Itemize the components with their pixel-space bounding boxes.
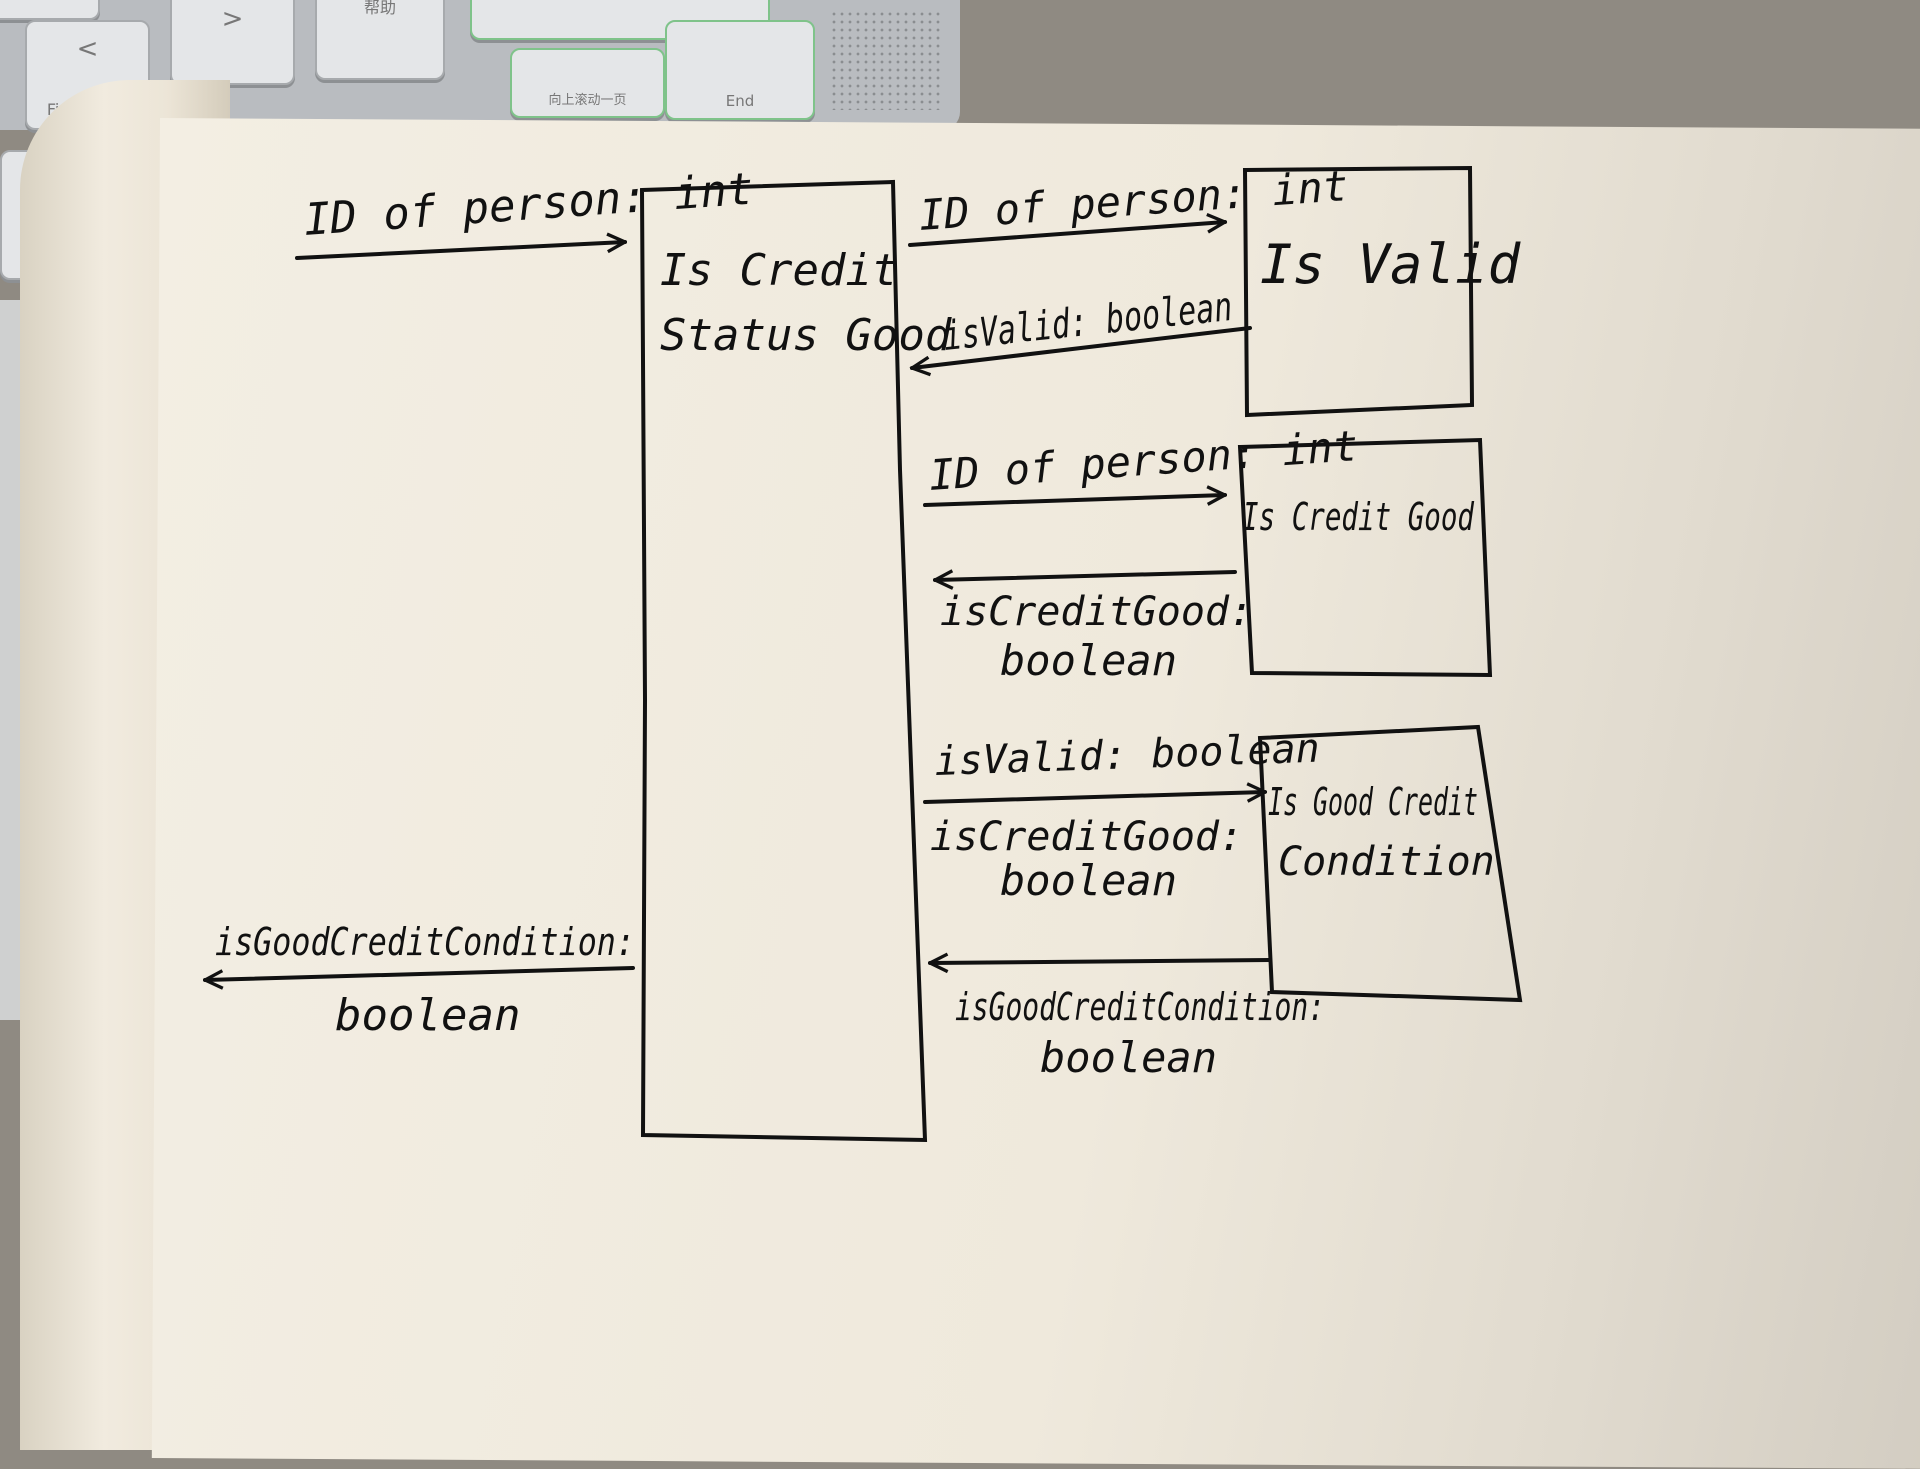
is-credit-good-box bbox=[1237, 437, 1493, 678]
to-condition-label-2-line-1: isCreditGood: bbox=[930, 814, 1243, 860]
arrow-from-valid bbox=[912, 326, 1252, 368]
arrow-to-condition bbox=[923, 792, 1265, 804]
output-left-label-line-2: boolean bbox=[335, 990, 520, 1041]
keyboard-key-help: 帮助 bbox=[315, 0, 445, 80]
is-valid-box bbox=[1242, 165, 1475, 418]
main-activation-box bbox=[639, 179, 928, 1143]
is-credit-good-label: Is Credit Good bbox=[1242, 495, 1475, 539]
from-condition-label-line-1: isGoodCreditCondition: bbox=[955, 985, 1325, 1029]
from-condition-label-line-2: boolean bbox=[1040, 1033, 1217, 1082]
keyboard-key-greater: > bbox=[170, 0, 295, 85]
arrow-input-left bbox=[295, 242, 625, 260]
to-condition-label-2-line-2: boolean bbox=[1000, 856, 1177, 905]
arrow-from-credit bbox=[935, 572, 1237, 580]
arrow-output-left bbox=[205, 966, 635, 980]
is-good-credit-condition-box bbox=[1257, 724, 1523, 1003]
arrow-from-condition bbox=[930, 960, 1272, 963]
to-credit-label: ID of person: int bbox=[927, 421, 1359, 500]
keyboard-key-end: End bbox=[665, 20, 815, 120]
keyboard-key bbox=[0, 0, 100, 20]
arrow-to-valid bbox=[908, 222, 1225, 247]
is-valid-label: Is Valid bbox=[1260, 233, 1522, 296]
input-left-label: ID of person: int bbox=[302, 164, 755, 246]
arrow-to-credit bbox=[923, 495, 1225, 507]
from-credit-label-line-2: boolean bbox=[1000, 636, 1177, 685]
main-label-line-1: Is Credit bbox=[660, 245, 898, 296]
output-left-label-line-1: isGoodCreditCondition: bbox=[215, 920, 635, 964]
speaker-grille bbox=[830, 10, 940, 110]
main-label-line-2: Status Good bbox=[660, 310, 952, 361]
condition-label-line-1: Is Good Credit bbox=[1268, 780, 1478, 824]
keyboard-key-page-up: 向上滚动一页 bbox=[510, 48, 665, 118]
from-credit-label-line-1: isCreditGood: bbox=[940, 589, 1253, 635]
condition-label-line-2: Condition bbox=[1278, 839, 1495, 885]
